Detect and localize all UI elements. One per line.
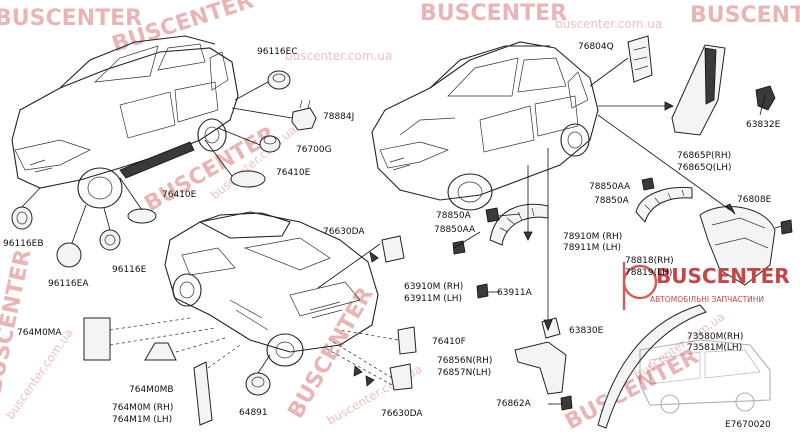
label-78910M: 78910M (RH) [563, 232, 622, 242]
clip-63832E [755, 85, 776, 111]
arrow-heads-right [523, 101, 736, 332]
part-labels: 96116EC 78884J 76700G 76410E 76410E 9611… [3, 42, 781, 430]
watermark-url: buscenter.com.ua [285, 49, 392, 63]
label-76410E-lower: 76410E [162, 190, 197, 200]
label-764M0MB: 764M0MB [129, 385, 174, 395]
watermark-url: buscenter.com.ua [555, 17, 662, 31]
wheel-arch-liner-78850 [489, 203, 549, 246]
moulding-78910M [635, 186, 693, 223]
moulding-73580M [597, 304, 707, 429]
label-78850AA-top: 78850AA [589, 182, 631, 192]
label-96116EA: 96116EA [48, 279, 89, 289]
grommet-96116E [99, 229, 121, 251]
leader-lines-left [21, 81, 293, 244]
label-76630DA-bottom: 76630DA [381, 409, 423, 419]
diagram-code: E7670020 [725, 420, 771, 430]
grommet-96116EB [11, 206, 33, 230]
trim-764M0MA [83, 317, 111, 361]
watermark-text: BUSCENTER [420, 1, 567, 26]
label-73580M: 73580M(RH) [687, 332, 743, 342]
label-96116E: 96116E [112, 265, 147, 275]
label-63910M: 63910M (RH) [404, 282, 463, 292]
grommet-96116EA [56, 242, 82, 268]
clip-78850AA-top [641, 177, 655, 191]
label-96116EB: 96116EB [3, 239, 44, 249]
label-76862A: 76862A [496, 399, 532, 409]
label-64891: 64891 [239, 408, 268, 418]
trim-764M0MB [144, 342, 177, 361]
plug-76410E-lower [127, 208, 157, 224]
label-76804Q: 76804Q [578, 42, 614, 52]
label-76630DA-top: 76630DA [323, 227, 365, 237]
car-front-left-view [11, 35, 239, 209]
plug-76410E [230, 170, 266, 188]
label-63911M: 63911M (LH) [404, 294, 462, 304]
label-764M0M: 764M0M (RH) [112, 403, 173, 413]
label-76808E: 76808E [737, 195, 772, 205]
label-78850A: 78850A [436, 211, 472, 221]
leader-lines-right [453, 57, 783, 405]
label-76865P: 76865P(RH) [677, 151, 731, 161]
grommet-64891 [245, 372, 271, 396]
label-764M0MA: 764M0MA [17, 328, 62, 338]
label-78819: 78819(LH) [625, 268, 672, 278]
label-76865Q: 76865Q(LH) [677, 163, 732, 173]
label-63832E: 63832E [746, 120, 781, 130]
logo-tagline: АВТОМОБІЛЬНІ ЗАПЧАСТИНИ [650, 295, 764, 304]
car-rear-view [164, 211, 379, 367]
arrow-heads-middle [353, 251, 379, 387]
grommet-96116EC [267, 70, 291, 90]
label-76700G: 76700G [296, 145, 332, 155]
clip-78884J [291, 99, 317, 131]
trim-764M0M [193, 361, 213, 426]
mudguard-76856N [514, 341, 567, 395]
label-96116EC: 96116EC [257, 47, 298, 57]
label-76857N: 76857N(LH) [437, 368, 491, 378]
bracket-76804Q [627, 35, 653, 83]
watermark-text: BUSCENTER [0, 6, 142, 31]
label-78911M: 78911M (LH) [563, 243, 621, 253]
label-764M1M: 764M1M (LH) [112, 415, 172, 425]
label-76410E: 76410E [276, 168, 311, 178]
label-78850AA: 78850AA [434, 225, 476, 235]
label-78818: 78818(RH) [625, 256, 674, 266]
label-63911A: 63911A [497, 288, 533, 298]
label-76410F: 76410F [432, 337, 466, 347]
label-73581M: 73581M(LH) [687, 343, 742, 353]
label-78884J: 78884J [323, 112, 354, 122]
sticker-76630DA-top [381, 235, 405, 263]
label-76856N: 76856N(RH) [437, 356, 492, 366]
clip-78850A [485, 207, 500, 223]
label-63830E: 63830E [569, 326, 604, 336]
watermark-text: BUSCENTER [141, 122, 281, 217]
liner-78818 [699, 206, 776, 286]
sticker-76630DA-bottom [389, 363, 413, 391]
logo-brand: BUSCENTER [656, 264, 790, 288]
label-78850A-top: 78850A [594, 196, 630, 206]
clip-78850AA [452, 240, 466, 255]
mudflap-76865P [671, 44, 726, 136]
screw-76862A [560, 395, 573, 411]
watermark-text: BUSCENTER [690, 3, 800, 28]
plug-76410F [397, 326, 417, 355]
clip-76808E [780, 219, 793, 235]
plug-76700G [259, 135, 281, 153]
minibus-image [639, 339, 771, 414]
clip-63911A [476, 283, 489, 299]
buscenter-logo: BUSCENTER АВТОМОБІЛЬНІ ЗАПЧАСТИНИ [622, 262, 790, 310]
car-right-front-view [371, 41, 599, 211]
